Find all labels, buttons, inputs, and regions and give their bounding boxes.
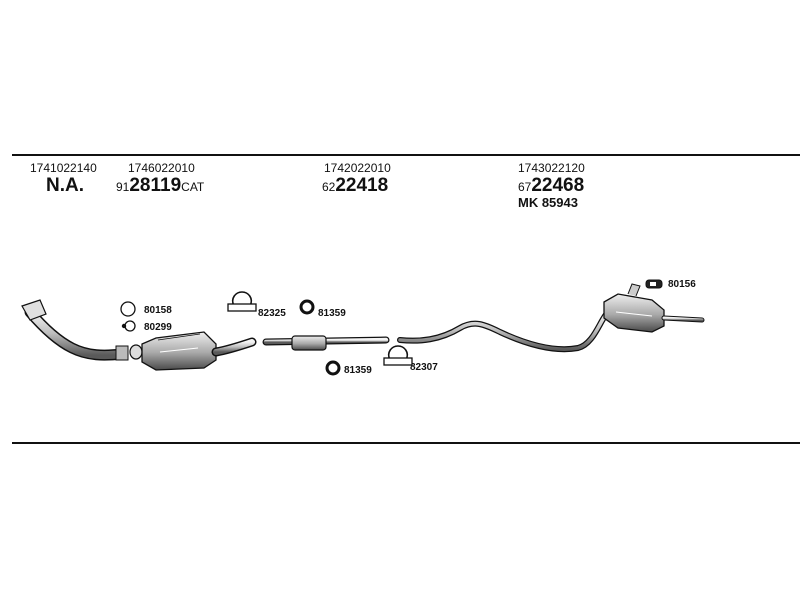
rubber-hanger-icon [645, 279, 663, 289]
callout-code-clamp-front: 82325 [258, 308, 286, 319]
u-clamp-icon [383, 345, 413, 366]
front-pipe-flange [21, 299, 47, 321]
gasket-ring-icon [299, 299, 315, 315]
catalytic-converter-prefix: 91 [116, 180, 130, 194]
middle-silencer-number: 22418 [335, 175, 389, 196]
rear-silencer [603, 283, 705, 333]
rear-silencer-number: 22468 [531, 175, 585, 196]
catalytic-converter-suffix: CAT [181, 180, 205, 194]
gasket-ring-icon [325, 360, 341, 376]
front-pipe-reference: N.A. [46, 175, 84, 196]
part-number-catalytic-converter: 1746022010 [128, 161, 195, 175]
catalytic-converter-number: 28119 [129, 175, 182, 196]
callout-code-gasket-upper: 81359 [318, 308, 346, 319]
part-number-rear-silencer: 1743022120 [518, 161, 585, 175]
callout-code-ring: 80158 [144, 305, 172, 316]
ring-washer-icon [121, 320, 136, 332]
u-clamp-icon [227, 291, 257, 312]
catalytic-converter [129, 331, 257, 371]
middle-silencer [262, 335, 390, 351]
rear-silencer-bracket [627, 283, 641, 297]
mounting-kit-reference: MK 85943 [518, 195, 578, 210]
middle-silencer-prefix: 62 [322, 180, 336, 194]
part-number-middle-silencer: 1742022010 [324, 161, 391, 175]
callout-code-hanger: 80156 [668, 279, 696, 290]
callout-code-gasket-lower: 81359 [344, 365, 372, 376]
front-pipe [21, 299, 129, 361]
part-number-front-pipe: 1741022140 [30, 161, 97, 175]
ring-icon [120, 301, 136, 317]
rear-pipe [397, 309, 611, 353]
rear-silencer-reference: 6722468 [518, 176, 584, 195]
bottom-rule [12, 442, 800, 444]
catalytic-converter-reference: 9128119CAT [116, 176, 204, 195]
middle-silencer-reference: 6222418 [322, 176, 388, 195]
front-pipe-collar [115, 345, 129, 361]
callout-code-clamp-rear: 82307 [410, 362, 438, 373]
rear-silencer-prefix: 67 [518, 180, 532, 194]
callout-code-washer: 80299 [144, 322, 172, 333]
top-rule [12, 154, 800, 156]
